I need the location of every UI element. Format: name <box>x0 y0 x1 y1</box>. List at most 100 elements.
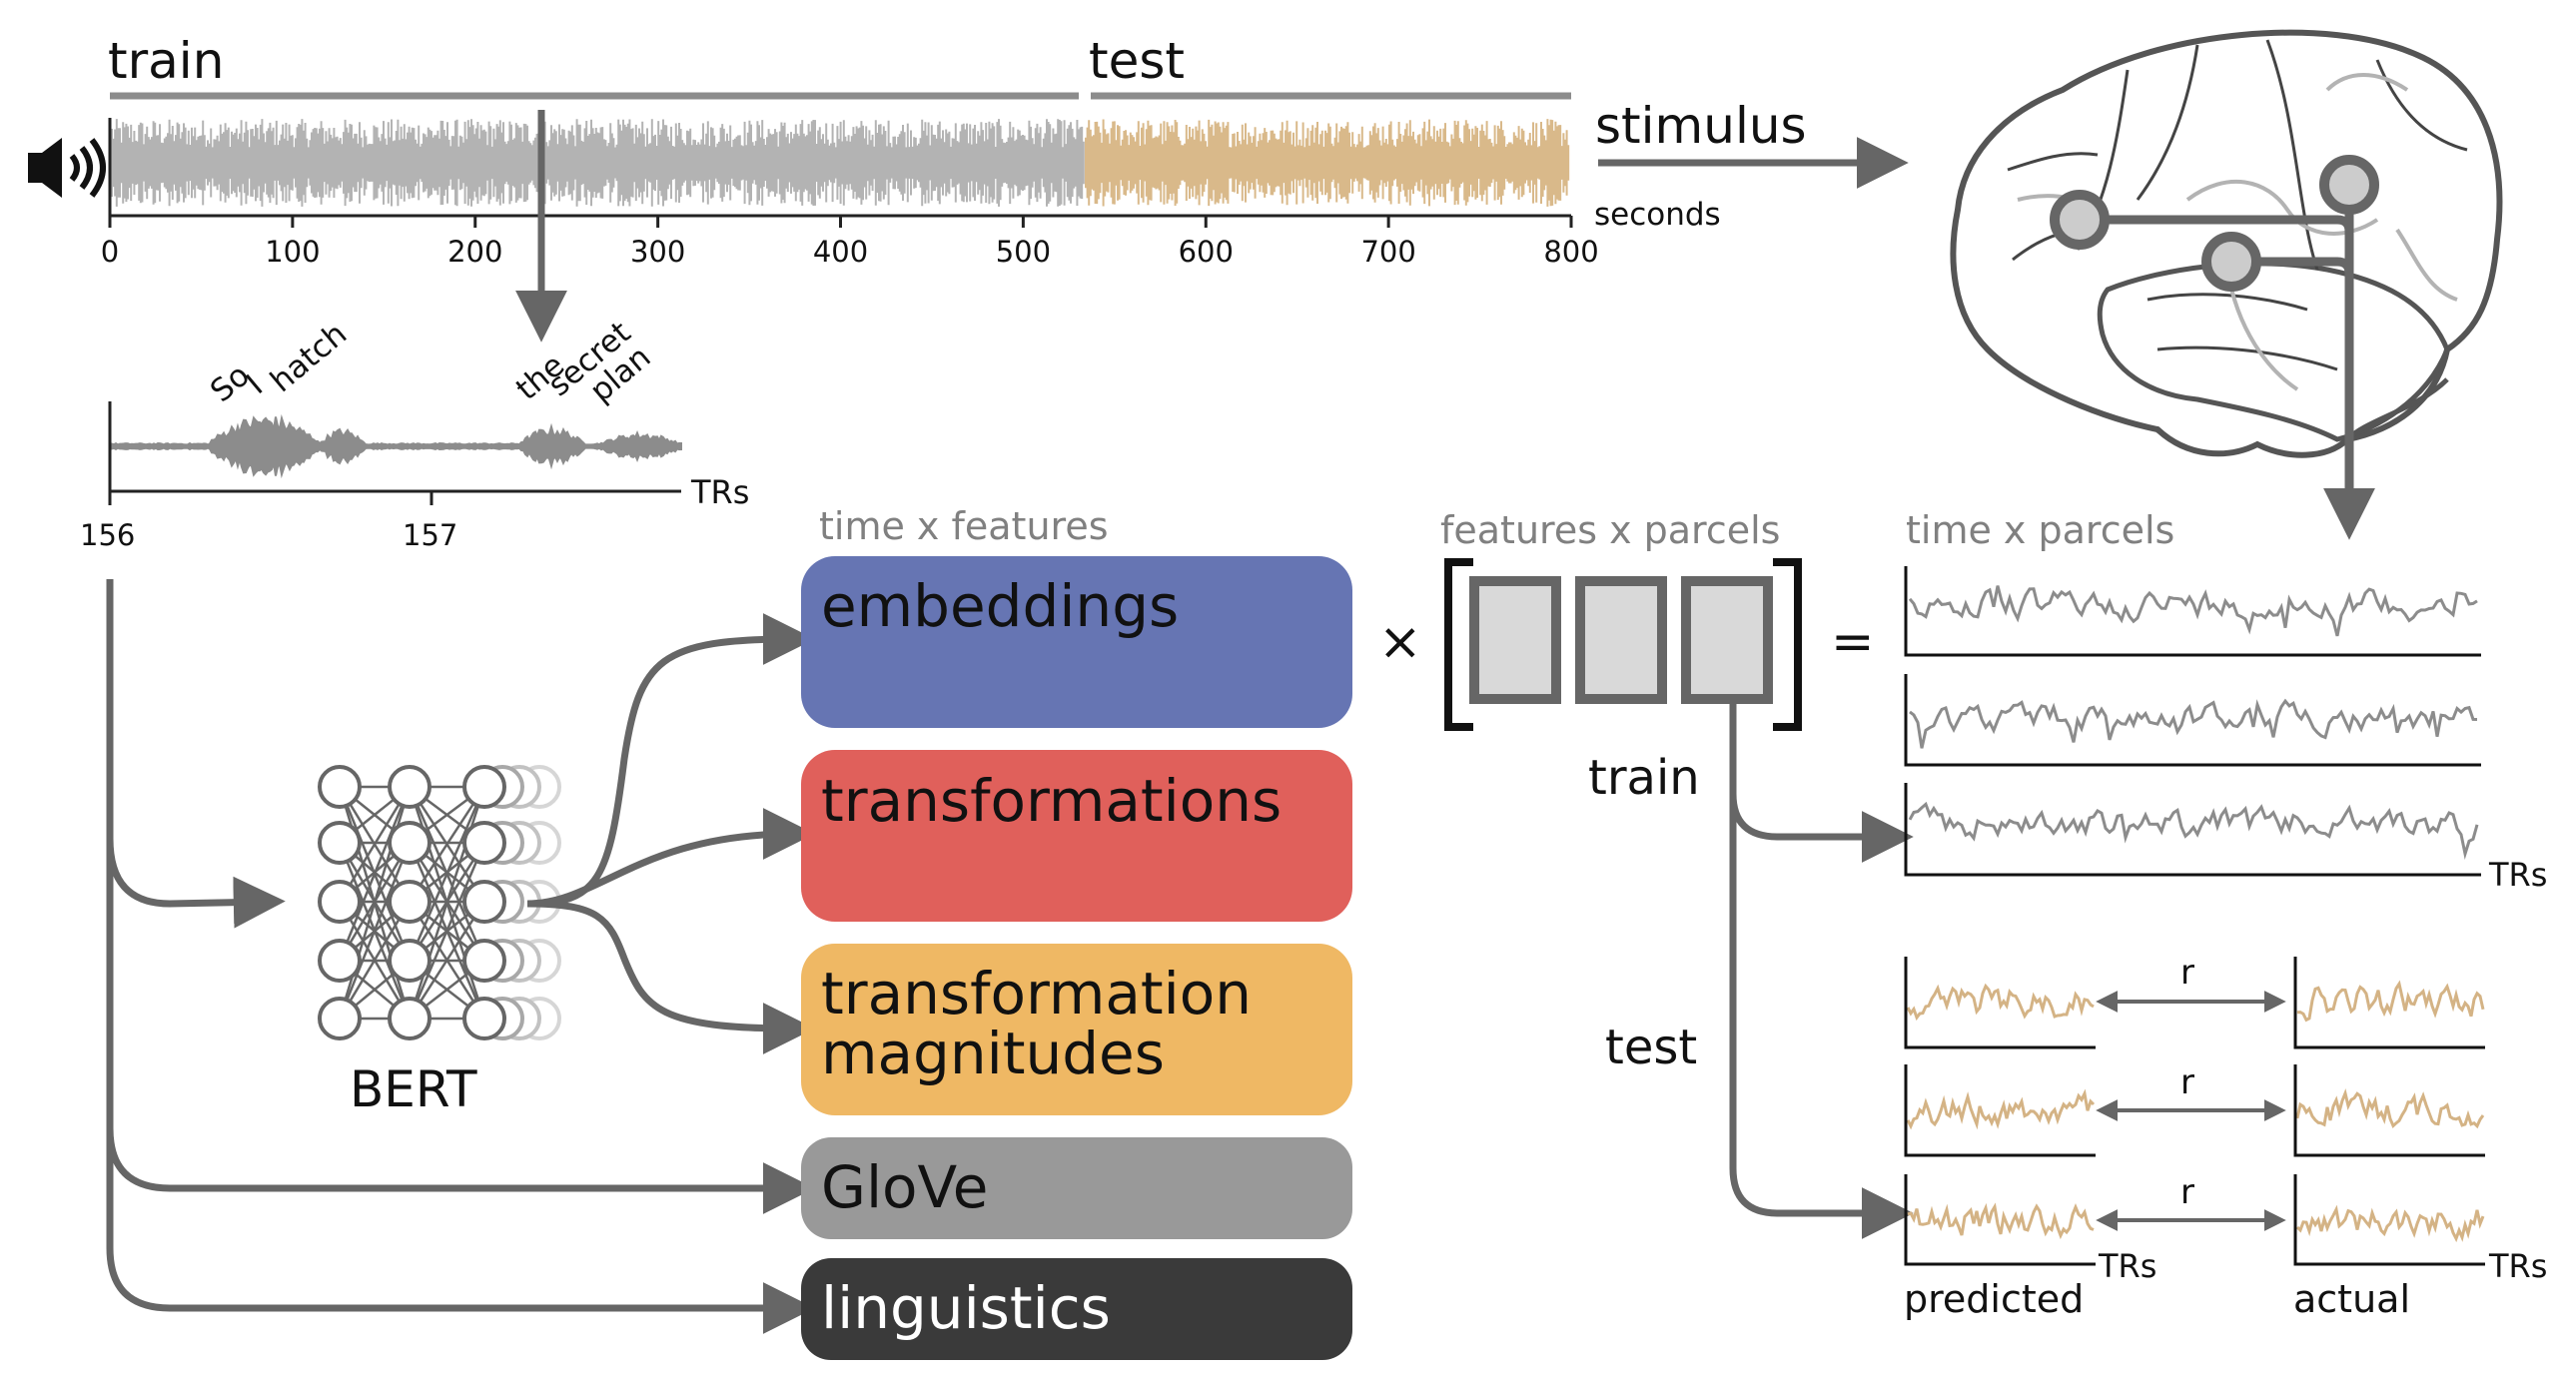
timeline-tick-label: 700 <box>1360 235 1415 269</box>
actual-trace <box>2295 1087 2485 1129</box>
trace-axes <box>2293 957 2485 1049</box>
brain-sulcus-8 <box>2375 59 2468 152</box>
bert-connection <box>338 901 412 1020</box>
glove-box[interactable]: GloVe <box>801 1137 1352 1239</box>
timeline-tick-label: 800 <box>1543 235 1598 269</box>
trace-axes <box>2293 1064 2485 1157</box>
weight-column-1 <box>1469 576 1561 704</box>
zoom-axis-unit: TRs <box>690 473 749 511</box>
brain-sulcus-3 <box>2265 39 2319 271</box>
bert-connection <box>338 842 412 1020</box>
embeddings-box[interactable]: embeddings <box>801 556 1352 728</box>
feature-panel: time x features embeddings transformatio… <box>801 504 1352 1360</box>
train-trace <box>1908 585 2478 637</box>
bert-node <box>318 997 362 1040</box>
electrode-2 <box>2201 232 2261 292</box>
left-bracket <box>1444 558 1473 731</box>
bert-node <box>462 880 506 924</box>
arrow-to-train-responses <box>1729 699 1914 863</box>
magnitudes-box[interactable]: transformation magnitudes <box>801 944 1352 1115</box>
r-label-3: r <box>2180 1172 2194 1212</box>
predicted-trace <box>1907 1202 2095 1240</box>
train-trs-label: TRs <box>2488 856 2547 894</box>
r-label-2: r <box>2180 1062 2194 1102</box>
arrow-to-transformations <box>526 808 815 908</box>
train-model-label: train <box>1588 750 1700 806</box>
bert-connection <box>338 786 412 962</box>
bert-connection <box>408 901 486 1020</box>
predicted-label: predicted <box>1904 1277 2084 1321</box>
predicted-trace <box>1906 1088 2096 1130</box>
times-operator: × <box>1378 612 1422 672</box>
response-panel: time x parcels TRs <box>1904 508 2547 894</box>
bert-output-arrows <box>526 613 815 1054</box>
transformations-box-bg <box>801 750 1352 922</box>
correlation-row-2: r <box>2096 1062 2286 1121</box>
linguistics-label: linguistics <box>821 1274 1111 1342</box>
arrow-to-bert <box>106 838 286 929</box>
linguistics-box[interactable]: linguistics <box>801 1258 1352 1360</box>
bert-connection <box>408 786 486 903</box>
actual-label: actual <box>2293 1277 2410 1321</box>
arrow-to-magnitudes <box>526 900 815 1054</box>
magnitudes-label-line2: magnitudes <box>821 1020 1165 1087</box>
correlation-row-3: r <box>2096 1172 2286 1231</box>
actual-trace <box>2295 1204 2485 1243</box>
train-waveform <box>111 119 1085 207</box>
linguistics-box-bg <box>801 1258 1352 1360</box>
timeline-tick-label: 600 <box>1179 235 1234 269</box>
magnitudes-box-bg <box>801 944 1352 1115</box>
transformations-label: transformations <box>821 767 1282 835</box>
branch-arrows <box>106 579 815 1334</box>
electrode-3 <box>2319 155 2379 215</box>
trace-axes <box>1904 957 2096 1049</box>
weights-header: features x parcels <box>1440 508 1780 552</box>
timeline-tick-label: 400 <box>813 235 868 269</box>
zoom-waveform <box>111 413 682 479</box>
equals-operator: = <box>1831 612 1875 672</box>
predicted-trs-label: TRs <box>2098 1247 2156 1285</box>
transformations-box[interactable]: transformations <box>801 750 1352 922</box>
timeline-tick-label: 0 <box>101 235 119 269</box>
predicted-trace <box>1906 983 2095 1022</box>
evaluation-panel: TRs TRs predicted actual r r r <box>1904 953 2547 1321</box>
timeline-axis-unit: seconds <box>1594 197 1721 233</box>
zoom-tick-label-157: 157 <box>403 518 457 552</box>
bert-node <box>462 821 506 865</box>
trace-axes <box>1904 1064 2096 1157</box>
embeddings-box-bg <box>801 556 1352 728</box>
zoom-tick-label-156: 156 <box>80 518 135 552</box>
test-model-label: test <box>1605 1020 1697 1075</box>
speaker-icon[interactable] <box>28 138 106 198</box>
brain-sulcus-5 <box>2147 293 2308 312</box>
trace-axes <box>2293 1174 2485 1266</box>
main-trunk <box>106 579 815 1334</box>
trace-axes <box>1904 1174 2096 1266</box>
test-label: test <box>1089 32 1185 90</box>
brain-cerebellum <box>2345 377 2449 441</box>
train-trace <box>1908 801 2479 860</box>
test-waveform <box>1085 119 1570 207</box>
bert-node <box>318 939 362 983</box>
brain-illustration <box>1950 29 2503 540</box>
bert-node <box>388 880 431 924</box>
stimulus-group: stimulus <box>1595 97 1909 189</box>
bert-connection <box>338 786 412 903</box>
bert-connection <box>408 842 486 1020</box>
arrow-to-glove <box>106 1127 815 1214</box>
stimulus-label: stimulus <box>1595 97 1807 155</box>
feature-header: time x features <box>819 504 1109 548</box>
response-header: time x parcels <box>1906 508 2174 552</box>
timeline-tick-label: 200 <box>447 235 502 269</box>
weights-panel: × features x parcels = train test <box>1378 508 1914 1239</box>
magnitudes-label-line1: transformation <box>821 960 1252 1028</box>
weight-column-2 <box>1575 576 1667 704</box>
bert-node <box>388 939 431 983</box>
word-hatch: hatch <box>264 316 354 399</box>
bert-node <box>318 765 362 809</box>
bert-node <box>462 997 506 1040</box>
bert-node <box>462 765 506 809</box>
